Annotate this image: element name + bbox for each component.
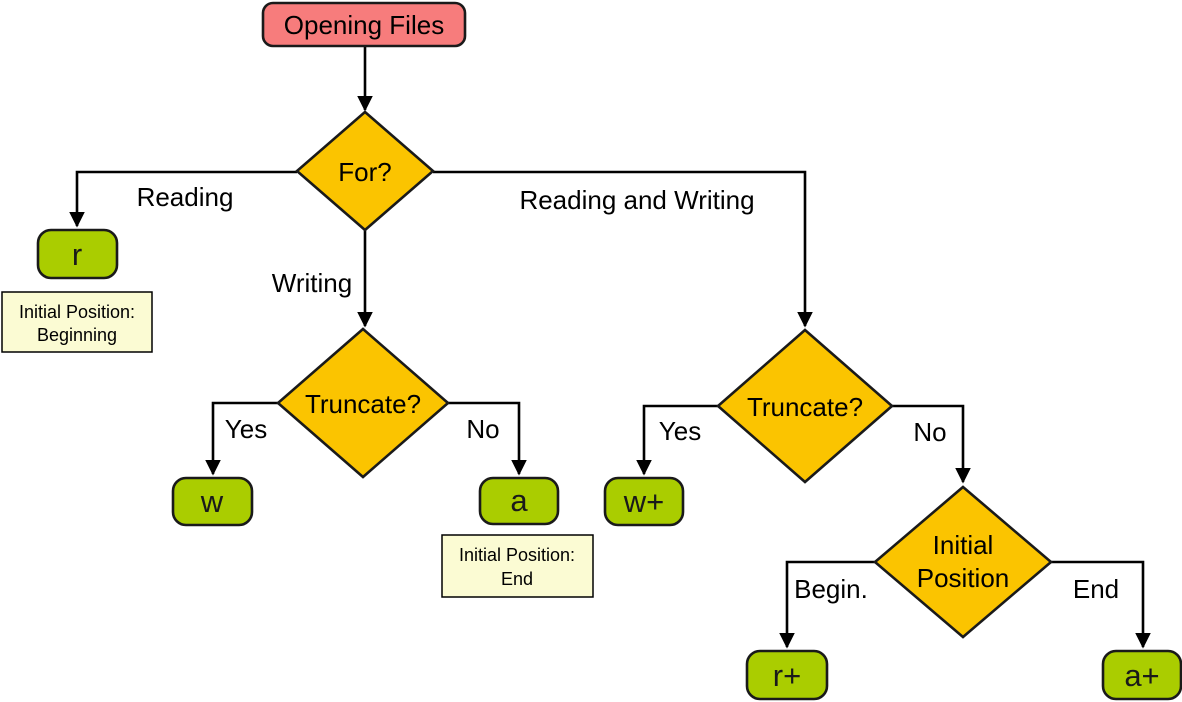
node-mode-a-plus: a+ — [1101, 649, 1182, 701]
truncate-right-label: Truncate? — [747, 392, 863, 422]
edge-label-truncate-left-yes: Yes — [225, 414, 267, 444]
mode-w-box — [171, 476, 254, 527]
mode-w-plus-label: w+ — [623, 484, 665, 519]
edge-labels-layer: Reading Writing Reading and Writing Yes … — [137, 182, 1120, 604]
mode-w-label: w — [200, 484, 224, 519]
note-beginning-line1: Initial Position: — [19, 302, 135, 322]
start-box — [261, 1, 467, 48]
node-mode-a: a — [478, 476, 560, 526]
mode-w-plus-box — [603, 476, 685, 527]
truncate-right-diamond — [716, 328, 894, 484]
edges-layer — [69, 46, 1151, 649]
edge-for-to-r — [69, 170, 297, 228]
note-initial-position-beginning: Initial Position: Beginning — [1, 291, 153, 353]
edge-label-end: End — [1073, 574, 1119, 604]
initial-position-label-line1: Initial — [933, 530, 994, 560]
note-end-line2: End — [501, 569, 533, 589]
edge-for-to-truncate-right — [433, 170, 813, 328]
mode-a-box — [478, 476, 560, 526]
node-mode-w: w — [171, 476, 254, 527]
mode-a-plus-label: a+ — [1124, 658, 1159, 693]
mode-r-label: r — [72, 237, 82, 272]
edge-truncate-right-yes-to-w-plus — [636, 404, 718, 476]
edge-label-reading: Reading — [137, 182, 234, 212]
truncate-left-diamond — [276, 327, 450, 479]
edge-truncate-left-no-to-a — [448, 401, 527, 476]
note-beginning-line2: Beginning — [37, 325, 117, 345]
note-end-box — [441, 534, 594, 598]
edge-label-truncate-right-yes: Yes — [659, 416, 701, 446]
node-start: Opening Files — [261, 1, 467, 48]
mode-a-label: a — [510, 483, 528, 518]
edge-label-reading-and-writing: Reading and Writing — [519, 185, 754, 215]
start-label: Opening Files — [284, 10, 444, 40]
edge-initial-position-begin-to-r-plus — [779, 560, 875, 649]
for-label: For? — [338, 157, 391, 187]
truncate-left-label: Truncate? — [305, 389, 421, 419]
mode-r-box — [36, 228, 119, 280]
edge-initial-position-end-to-a-plus — [1051, 560, 1151, 649]
node-mode-r-plus: r+ — [745, 649, 829, 701]
mode-r-plus-label: r+ — [773, 658, 801, 693]
edge-truncate-left-yes-to-w — [205, 401, 278, 476]
mode-a-plus-box — [1101, 649, 1182, 701]
edge-label-truncate-left-no: No — [466, 414, 499, 444]
edge-label-truncate-right-no: No — [913, 417, 946, 447]
note-end-line1: Initial Position: — [459, 545, 575, 565]
node-for-decision: For? — [295, 110, 435, 232]
node-truncate-right: Truncate? — [716, 328, 894, 484]
initial-position-diamond — [872, 485, 1054, 639]
initial-position-label-line2: Position — [917, 563, 1010, 593]
note-initial-position-end: Initial Position: End — [441, 534, 594, 598]
mode-r-plus-box — [745, 649, 829, 701]
for-diamond — [295, 110, 435, 232]
node-mode-r: r — [36, 228, 119, 280]
edge-label-writing: Writing — [272, 268, 352, 298]
edge-truncate-right-no-to-initial-position — [892, 404, 971, 484]
node-initial-position-decision: Initial Position — [872, 485, 1054, 639]
note-beginning-box — [1, 291, 153, 353]
node-truncate-left: Truncate? — [276, 327, 450, 479]
edge-label-begin: Begin. — [794, 574, 868, 604]
node-mode-w-plus: w+ — [603, 476, 685, 527]
